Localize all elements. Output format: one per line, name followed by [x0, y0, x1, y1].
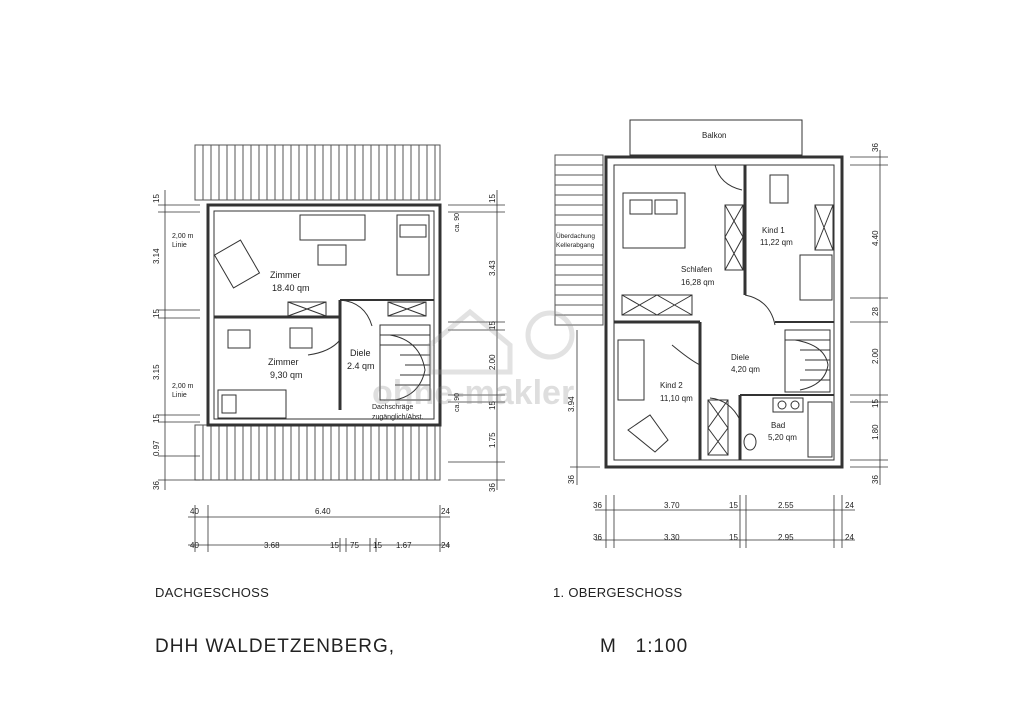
dg-dim-left-4: 3.15: [152, 364, 161, 380]
og-dim-bottom2-1: 36: [593, 533, 602, 542]
og-dim-right-6: 1.80: [871, 424, 880, 440]
dg-dachschraege-1: Dachschräge: [372, 404, 413, 411]
dg-dim-left-7: 36: [152, 481, 161, 490]
og-dim-right-2: 4.40: [871, 230, 880, 246]
dg-linie-bottom-1: 2,00 m: [172, 383, 194, 390]
dg-dim-bottom2-2: 3.68: [264, 541, 280, 550]
og-dim-left: [570, 330, 600, 485]
dg-room-1-area: 18.40 qm: [272, 283, 310, 293]
dg-dim-right-2: 3.43: [488, 260, 497, 276]
dg-dim-bottom2-1: 40: [190, 541, 199, 550]
og-room-5-area: 5,20 qm: [768, 433, 797, 442]
dg-dim-left-5: 15: [152, 414, 161, 423]
dg-dim-bottom: [188, 505, 450, 552]
dachgeschoss-labels: Zimmer 18.40 qm Zimmer 9,30 qm Diele 2.4…: [152, 194, 497, 550]
og-dim-right-4: 2.00: [871, 348, 880, 364]
dg-room-3-area: 2.4 qm: [347, 361, 375, 371]
og-dim-left-2: 36: [567, 475, 576, 484]
og-dim-right-5: 15: [871, 399, 880, 408]
dg-ca90-top: ca. 90: [454, 213, 461, 232]
og-room-4-area: 11,10 qm: [660, 394, 693, 403]
dg-dim-right-3: 15: [488, 321, 497, 330]
watermark: ohne-makler: [372, 308, 575, 412]
dg-linie-top-2: Linie: [172, 242, 187, 249]
dg-dim-right-4: 2.00: [488, 354, 497, 370]
og-ueberdachung-1: Überdachung: [556, 232, 595, 240]
scale-label: M 1:100: [600, 636, 689, 657]
dg-dim-right-6: 1.75: [488, 432, 497, 448]
og-dim-bottom1-5: 24: [845, 501, 854, 510]
og-dim-bottom2-2: 3.30: [664, 533, 680, 542]
dg-dim-left: [158, 190, 200, 490]
og-dim-bottom1-3: 15: [729, 501, 738, 510]
og-dim-bottom1-4: 2.55: [778, 501, 794, 510]
dg-room-1-name: Zimmer: [270, 270, 301, 280]
obergeschoss-plan: [554, 119, 888, 548]
og-outer-wall: [604, 155, 844, 469]
roof-hatch-top: [194, 144, 441, 201]
og-balkon-label: Balkon: [702, 131, 726, 140]
og-dim-left-1: 3.94: [567, 396, 576, 412]
dg-dim-bottom2-7: 24: [441, 541, 450, 550]
dg-ca90-bottom: ca. 90: [454, 393, 461, 412]
og-room-4-name: Kind 2: [660, 381, 683, 390]
og-dim-bottom: [595, 495, 855, 548]
dg-outer-wall: [206, 203, 442, 427]
obergeschoss-caption: 1. OBERGESCHOSS: [553, 585, 683, 600]
dg-linie-bottom-2: Linie: [172, 392, 187, 399]
dg-dim-bottom2-6: 1.67: [396, 541, 412, 550]
dachgeschoss-plan: [158, 144, 505, 552]
og-dim-bottom1-2: 3.70: [664, 501, 680, 510]
dg-room-2-name: Zimmer: [268, 357, 299, 367]
dg-dim-left-1: 15: [152, 194, 161, 203]
dg-dim-bottom2-3: 15: [330, 541, 339, 550]
dg-dim-bottom2-5: 15: [373, 541, 382, 550]
dachgeschoss-caption: DACHGESCHOSS: [155, 585, 270, 600]
og-room-2-name: Schlafen: [681, 265, 712, 274]
og-staircase: [784, 329, 831, 393]
og-dim-right-1: 36: [871, 143, 880, 152]
dg-dachschraege-2: zugänglich/Abst.: [372, 414, 423, 421]
og-dim-right: [850, 150, 888, 485]
og-dim-bottom2-4: 2.95: [778, 533, 794, 542]
og-room-1-area: 11,22 qm: [760, 238, 793, 247]
dg-dim-bottom2-4: 75: [350, 541, 359, 550]
document-title: DHH WALDETZENBERG,: [155, 636, 396, 657]
dg-dim-bottom1-3: 24: [441, 507, 450, 516]
og-ueberdachung-hatch: [554, 154, 604, 326]
dg-dim-left-2: 3.14: [152, 248, 161, 264]
og-dim-bottom2-5: 24: [845, 533, 854, 542]
og-room-1-name: Kind 1: [762, 226, 785, 235]
dg-dim-right-7: 36: [488, 483, 497, 492]
dg-dim-right: [448, 190, 505, 490]
dg-dim-bottom1-1: 40: [190, 507, 199, 516]
og-dim-bottom1-1: 36: [593, 501, 602, 510]
og-room-2-area: 16,28 qm: [681, 278, 715, 287]
obergeschoss-labels: Balkon Kind 1 11,22 qm Schlafen 16,28 qm…: [556, 131, 880, 542]
dg-dim-left-6: 0.97: [152, 440, 161, 456]
dg-linie-top-1: 2,00 m: [172, 233, 194, 240]
dg-dim-left-3: 15: [152, 309, 161, 318]
dg-room-3-name: Diele: [350, 348, 371, 358]
dg-dim-right-1: 15: [488, 194, 497, 203]
dg-staircase: [379, 324, 431, 401]
dg-dim-right-5: 15: [488, 401, 497, 410]
og-room-5-name: Bad: [771, 421, 785, 430]
og-ueberdachung-2: Kellerabgang: [556, 242, 595, 249]
dg-dim-bottom1-2: 6.40: [315, 507, 331, 516]
roof-hatch-bottom: [194, 424, 441, 481]
og-room-3-name: Diele: [731, 353, 750, 362]
dg-room-2-area: 9,30 qm: [270, 370, 303, 380]
dg-furniture: [213, 214, 430, 419]
og-dim-right-7: 36: [871, 475, 880, 484]
og-room-3-area: 4,20 qm: [731, 365, 760, 374]
og-balkon: [629, 119, 803, 156]
og-dim-right-3: 28: [871, 307, 880, 316]
og-dim-bottom2-3: 15: [729, 533, 738, 542]
og-furniture: [617, 174, 834, 458]
watermark-text: ohne-makler: [372, 374, 574, 412]
